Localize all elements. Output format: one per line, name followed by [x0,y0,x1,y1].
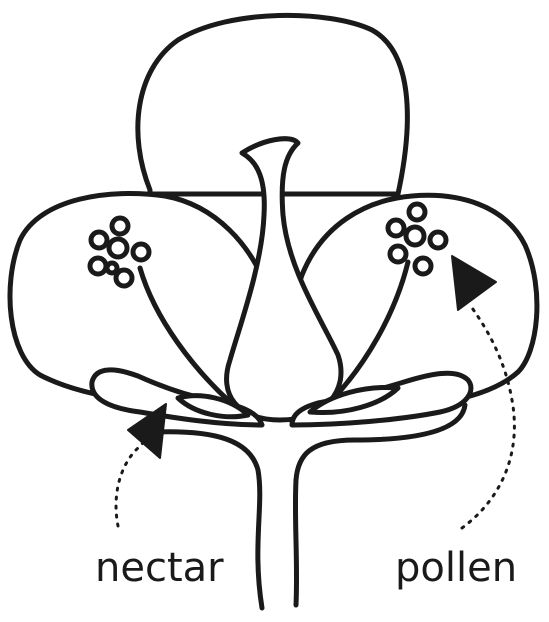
pollen-label: pollen [395,548,517,588]
nectar-label: nectar [95,548,224,588]
